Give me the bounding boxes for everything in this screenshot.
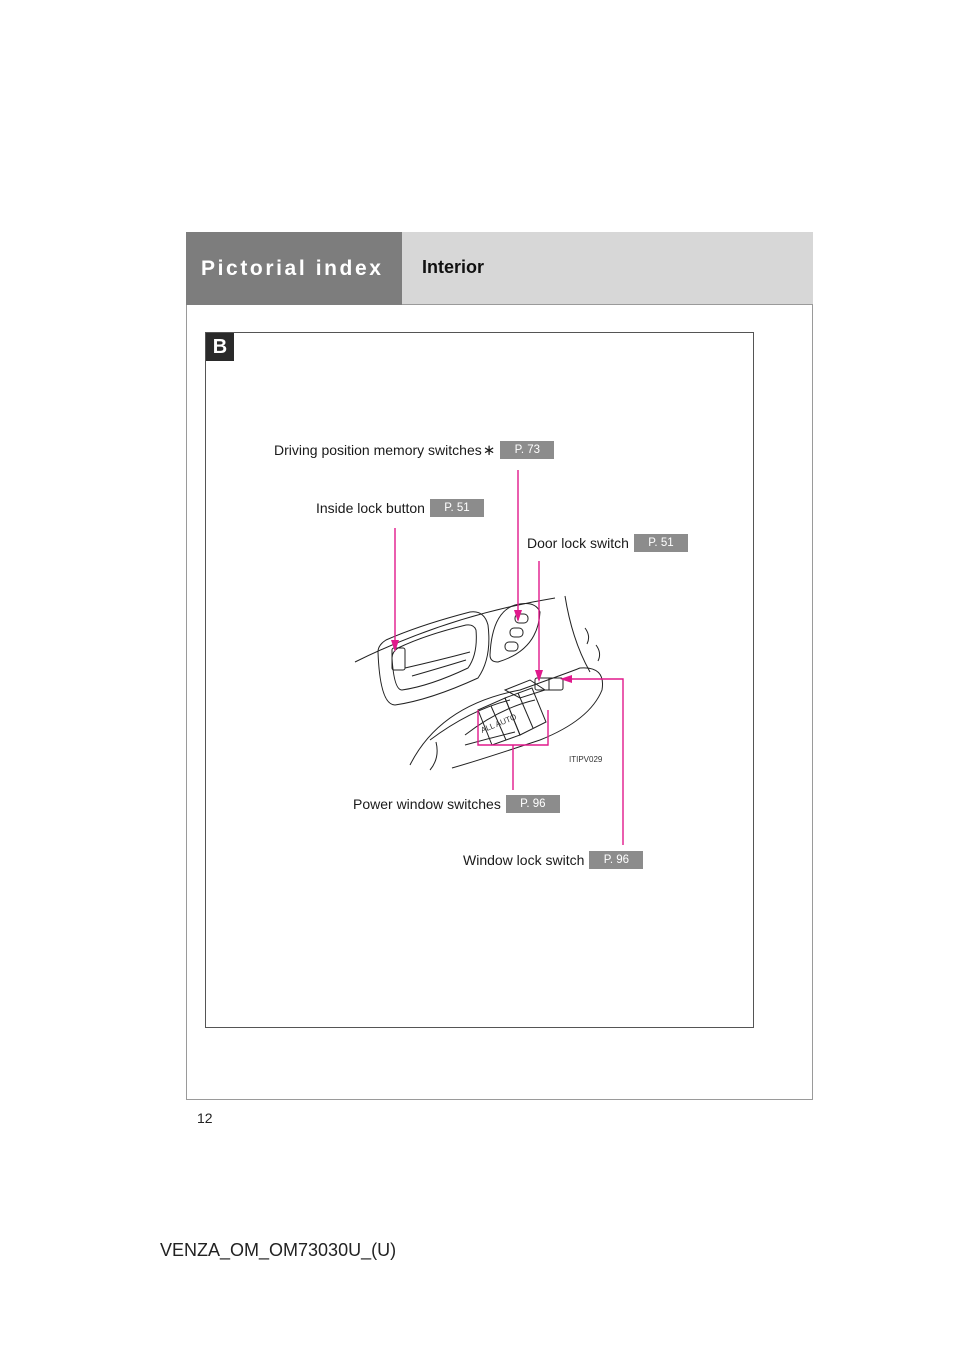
section-header: Pictorial index xyxy=(186,232,402,305)
figure-box: B xyxy=(205,332,754,1028)
leader-window-lock xyxy=(562,678,624,845)
section-title: Pictorial index xyxy=(201,256,384,280)
callout-label: Door lock switch xyxy=(527,535,629,551)
callout-door-lock-switch: Door lock switch P. 51 xyxy=(527,534,688,552)
subsection-title: Interior xyxy=(422,257,485,277)
page-number: 12 xyxy=(197,1110,213,1126)
callout-power-window-switches: Power window switches P. 96 xyxy=(353,795,560,813)
asterisk-mark: ∗ xyxy=(482,442,496,459)
figure-id: ITIPV029 xyxy=(569,755,603,764)
callout-label: Driving position memory switches xyxy=(274,442,482,458)
page-reference[interactable]: P. 96 xyxy=(505,795,560,813)
callout-label: Window lock switch xyxy=(463,852,585,868)
figure-badge: B xyxy=(206,333,234,361)
page-reference[interactable]: P. 73 xyxy=(500,441,555,459)
subsection-header: Interior xyxy=(402,232,813,305)
callout-window-lock-switch: Window lock switch P. 96 xyxy=(463,851,644,869)
callout-memory-switches: Driving position memory switches ∗ P. 73 xyxy=(274,441,555,459)
page-reference[interactable]: P. 51 xyxy=(429,499,484,517)
switch-label: ALL AUTO xyxy=(479,712,517,735)
page-reference[interactable]: P. 51 xyxy=(633,534,688,552)
callout-inside-lock-button: Inside lock button P. 51 xyxy=(316,499,484,517)
document-code: VENZA_OM_OM73030U_(U) xyxy=(160,1240,397,1260)
page-reference[interactable]: P. 96 xyxy=(589,851,644,869)
callout-label: Power window switches xyxy=(353,796,501,812)
callout-label: Inside lock button xyxy=(316,500,425,516)
